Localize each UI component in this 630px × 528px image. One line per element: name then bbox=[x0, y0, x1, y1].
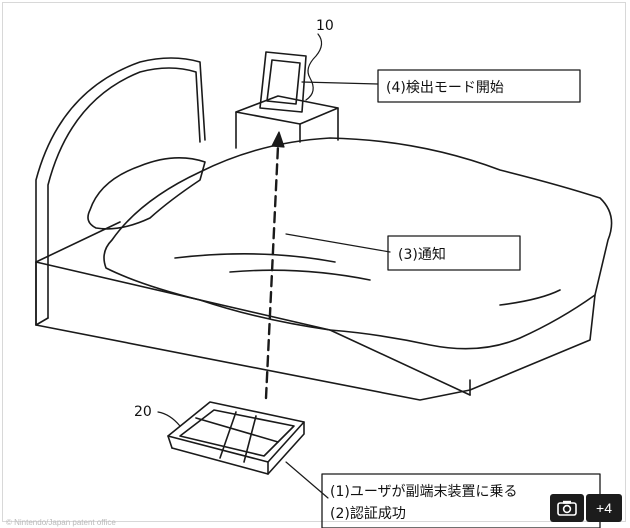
comforter bbox=[103, 137, 613, 350]
callout-text-notify: (3)通知 bbox=[398, 246, 446, 263]
leader-line-callout-3 bbox=[285, 233, 391, 253]
leader-line-callout-4 bbox=[301, 81, 379, 85]
communication-arrow-line bbox=[264, 144, 280, 400]
ref-numeral-10: 10 bbox=[316, 18, 334, 34]
bed-frame bbox=[35, 221, 596, 401]
callout-text-auth-success: (2)認証成功 bbox=[330, 506, 406, 522]
headboard bbox=[35, 57, 206, 326]
callout-box-notify bbox=[387, 235, 521, 271]
image-credit: © Nintendo/Japan patent office bbox=[6, 518, 116, 527]
bedside-table bbox=[235, 95, 339, 149]
gallery-camera-button[interactable] bbox=[550, 494, 584, 522]
callout-text-detection-start: (4)検出モード開始 bbox=[386, 80, 504, 96]
pillow bbox=[87, 157, 206, 230]
leader-line-20 bbox=[157, 411, 181, 427]
callout-text-user-on-board: (1)ユーザが副端末装置に乗る bbox=[330, 484, 518, 500]
balance-board-device bbox=[167, 401, 305, 475]
gallery-count-badge[interactable]: +4 bbox=[586, 494, 622, 522]
leader-line-10 bbox=[305, 33, 323, 101]
callout-box-detection-start bbox=[377, 69, 581, 103]
figure-frame bbox=[2, 2, 626, 522]
camera-icon bbox=[557, 500, 577, 516]
ref-numeral-20: 20 bbox=[134, 404, 152, 420]
tablet-device bbox=[259, 51, 307, 113]
leader-line-callout-1 bbox=[285, 461, 329, 499]
communication-arrowhead bbox=[271, 131, 285, 148]
